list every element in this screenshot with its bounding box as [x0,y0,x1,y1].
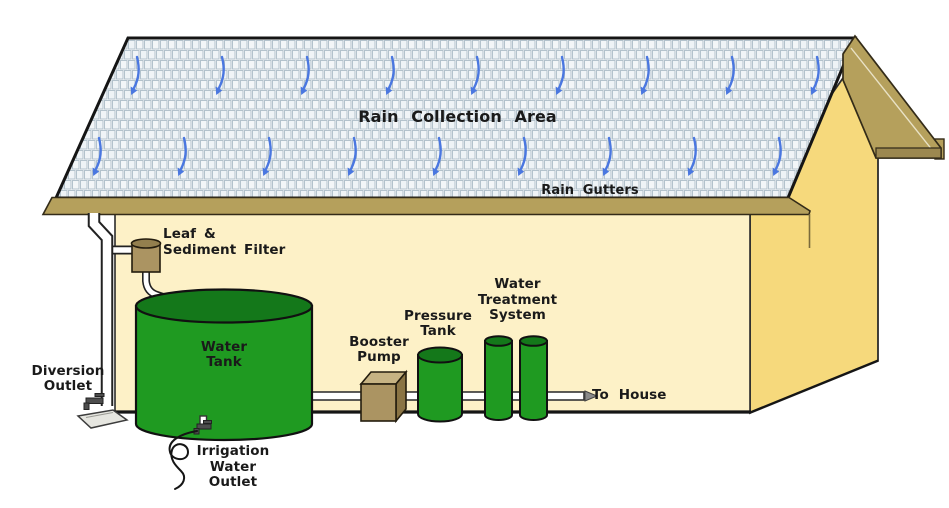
fascia-highlight-line [850,47,934,152]
label-diversion-outlet: Diversion Outlet [31,363,105,394]
pressure-tank-lid [417,346,463,364]
rain-gutter [41,196,811,216]
hose-coil-icon [168,430,198,490]
label-irrigation-water-outlet: Irrigation Water Outlet [196,443,270,490]
gable-wall-base-edge [749,359,879,414]
label-booster-pump: Booster Pump [349,334,409,365]
eave-soffit-return [875,147,942,159]
booster-pump [359,369,408,424]
treatment-cylinder-2-lid [519,335,548,347]
filter-lid [130,238,162,249]
treatment-cylinder-1 [484,340,513,421]
water-tank-lid [134,288,314,324]
faucet-icon [83,393,105,410]
label-pressure-tank: Pressure Tank [403,308,472,339]
label-rain-gutters: Rain Gutters [541,183,639,198]
label-leaf-sediment-filter: Leaf & Sediment Filter [163,226,286,258]
pressure-tank [417,354,463,423]
treatment-cylinder-2 [519,340,548,421]
water-tank [134,304,314,442]
downspout [89,213,112,406]
splash-block-ridge [85,412,114,418]
label-rain-collection-area: Rain Collection Area [358,107,557,126]
label-to-house: To House [592,387,667,403]
label-water-treatment-system: Water Treatment System [477,276,558,323]
flow-arrow-icon [584,390,599,402]
treatment-cylinder-1-lid [484,335,513,347]
label-water-tank: Water Tank [200,339,248,370]
splash-block [76,409,129,429]
